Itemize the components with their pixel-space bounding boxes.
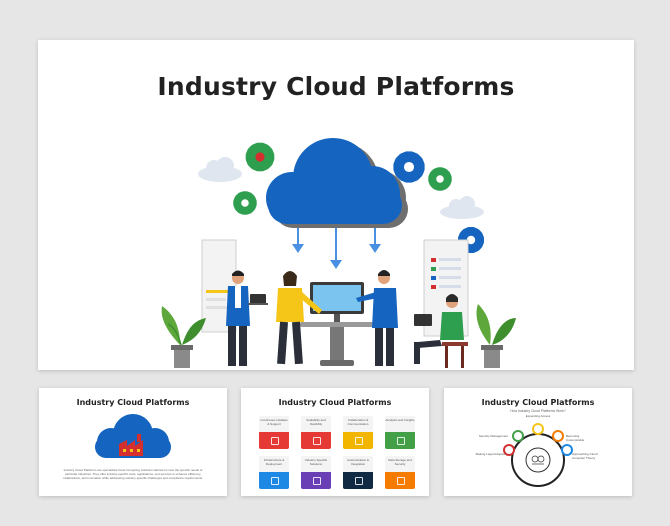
feature-tile-label-area: Data Storage and Security [385,456,415,472]
feature-tile-label: Scalability and Flexibility [306,418,326,426]
feature-tile-color-block [301,472,331,489]
feature-tile-color-block [259,432,289,449]
feature-tile-label-area: Collaboration & Communication [343,416,373,432]
tile-icon [271,437,279,445]
feature-tile-label: Infrastructure & Deployment [263,458,285,466]
feature-tile-label-area: Continuous Updates & Support [259,416,289,432]
feature-tile-label-area: Infrastructure & Deployment [259,456,289,472]
meeting-table [300,322,380,366]
down-arrow-icon [292,228,381,269]
person-in-yellow [276,271,322,365]
feature-tile[interactable]: Industry-Specific Solutions [301,456,331,489]
cycle-node-icon [552,430,564,442]
feature-tile-color-block [343,432,373,449]
cycle-label: Making Legal Adoption [475,452,506,456]
cycle-diagram [503,423,573,487]
body-line: particular industries. They offer indust… [64,472,202,476]
gear-icon [428,167,452,191]
cycle-label: Security Management [478,434,508,438]
feature-tile-color-block [385,432,415,449]
factory-cloud-icon [95,414,171,458]
thumbnail-title: Industry Cloud Platforms [278,398,392,407]
feature-tile-color-block [259,472,289,489]
cycle-label: Becoming Customizable [566,434,585,442]
tile-icon [355,477,363,485]
cycle-node-icon [561,444,573,456]
plant-icon [161,306,206,368]
thumbnail-title: Industry Cloud Platforms [481,398,595,407]
slide-thumbnail-1[interactable]: Industry Cloud Platforms Industry Cloud … [39,388,227,496]
thumbnail-body: Industry Cloud Platforms are specialized… [59,468,207,480]
thumbnail-title: Industry Cloud Platforms [76,398,190,407]
feature-tile[interactable]: Continuous Updates & Support [259,416,289,449]
feature-tile-label-area: Scalability and Flexibility [301,416,331,432]
feature-tile-label: Industry-Specific Solutions [304,458,328,466]
tile-icon [397,477,405,485]
small-cloud-right-icon [440,196,484,219]
cycle-label: Expanding Access [525,414,551,418]
seated-person-with-laptop [414,294,468,368]
feature-tile-label-area: Analytics and Insights [385,416,415,432]
brain-icon [531,455,545,465]
person-with-laptop [226,270,268,366]
cycle-node-icon [503,444,515,456]
cloud-team-illustration [161,138,516,368]
small-cloud-left-icon [198,157,242,182]
feature-tile-label: Analytics and Insights [385,418,415,422]
feature-tile[interactable]: Scalability and Flexibility [301,416,331,449]
main-slide[interactable]: Industry Cloud Platforms [38,40,634,370]
thumbnail-subtitle: How Industry Cloud Platforms Work? [510,409,566,413]
feature-tile-color-block [343,472,373,489]
tile-icon [355,437,363,445]
gear-icon [245,142,275,172]
cloud-icon [266,138,408,228]
feature-tile[interactable]: Analytics and Insights [385,416,415,449]
cycle-label: Approaching Cloud Computer Theory [572,452,598,460]
monitor-icon [310,282,364,322]
gear-icon [233,191,257,215]
body-line: Industry Cloud Platforms are specialized… [63,468,203,472]
tile-icon [313,477,321,485]
feature-tile-color-block [385,472,415,489]
feature-tile-label-area: Customization & Integration [343,456,373,472]
slide-thumbnail-3[interactable]: Industry Cloud Platforms How Industry Cl… [444,388,632,496]
feature-tile[interactable]: Infrastructure & Deployment [259,456,289,489]
body-line: collaboration, and innovation while addr… [63,476,203,480]
feature-tile-label-area: Industry-Specific Solutions [301,456,331,472]
feature-tile-label: Continuous Updates & Support [260,418,288,426]
feature-tile-label: Data Storage and Security [388,458,412,466]
tile-icon [271,477,279,485]
main-slide-title: Industry Cloud Platforms [157,72,515,101]
feature-tile[interactable]: Data Storage and Security [385,456,415,489]
feature-tile-color-block [301,432,331,449]
factory-icon [119,434,143,456]
person-pointing [356,270,398,366]
tile-icon [313,437,321,445]
plant-icon [476,304,516,368]
cycle-node-icon [532,423,544,435]
feature-tile-label: Customization & Integration [347,458,369,466]
cycle-node-icon [512,430,524,442]
gear-icon [393,151,425,183]
feature-tile[interactable]: Customization & Integration [343,456,373,489]
feature-tile[interactable]: Collaboration & Communication [343,416,373,449]
feature-tile-label: Collaboration & Communication [347,418,369,426]
slide-thumbnail-2[interactable]: Industry Cloud Platforms Continuous Upda… [241,388,429,496]
tile-icon [397,437,405,445]
